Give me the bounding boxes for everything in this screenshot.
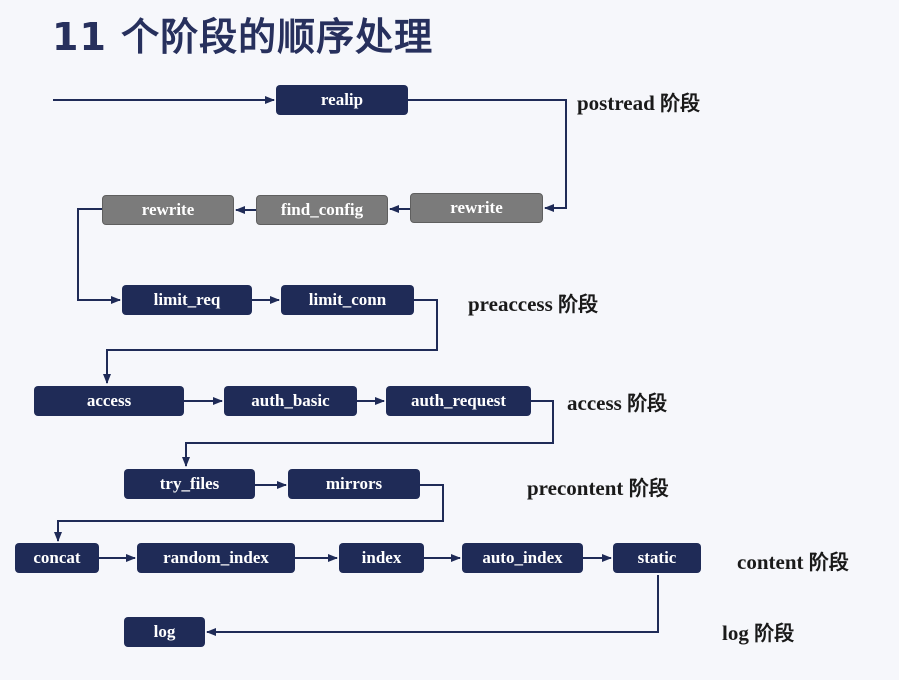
module-access: access — [34, 386, 184, 416]
module-auto-index: auto_index — [462, 543, 583, 573]
module-rewrite-location: rewrite — [102, 195, 234, 225]
phase-label-access: access 阶段 — [567, 387, 667, 416]
phase-label-precontent: precontent 阶段 — [527, 472, 669, 501]
phase-name: postread — [577, 91, 655, 115]
phase-name: preaccess — [468, 292, 553, 316]
connector-rewrite-limitreq — [77, 208, 121, 304]
phase-name: precontent — [527, 476, 624, 500]
module-limit-conn: limit_conn — [281, 285, 414, 315]
module-mirrors: mirrors — [288, 469, 420, 499]
module-realip: realip — [276, 85, 408, 115]
phase-label-postread: postread 阶段 — [577, 87, 700, 116]
phase-name: content — [737, 550, 804, 574]
module-random-index: random_index — [137, 543, 295, 573]
module-static: static — [613, 543, 701, 573]
phase-suffix: 阶段 — [754, 621, 795, 645]
phase-suffix: 阶段 — [558, 292, 598, 316]
module-concat: concat — [15, 543, 99, 573]
phase-label-log: log 阶段 — [722, 617, 794, 646]
phase-name: access — [567, 391, 622, 415]
connector-realip-rewrite — [408, 99, 567, 212]
connector-authrequest-tryfiles — [182, 400, 554, 467]
phase-suffix: 阶段 — [628, 476, 669, 500]
module-auth-request: auth_request — [386, 386, 531, 416]
module-find-config: find_config — [256, 195, 388, 225]
module-log: log — [124, 617, 205, 647]
phase-name: log — [722, 621, 749, 645]
module-index: index — [339, 543, 424, 573]
module-auth-basic: auth_basic — [224, 386, 357, 416]
connector-mirrors-concat — [54, 484, 444, 542]
module-rewrite-server: rewrite — [410, 193, 543, 223]
module-try-files: try_files — [124, 469, 255, 499]
phase-label-preaccess: preaccess 阶段 — [468, 288, 598, 317]
connector-limitconn-access — [103, 299, 438, 384]
connector-static-log — [206, 575, 659, 636]
phase-suffix: 阶段 — [660, 91, 701, 115]
phase-label-content: content 阶段 — [737, 546, 849, 575]
module-limit-req: limit_req — [122, 285, 252, 315]
page-title: 11 个阶段的顺序处理 — [52, 15, 434, 59]
phase-suffix: 阶段 — [808, 550, 849, 574]
phase-suffix: 阶段 — [627, 391, 668, 415]
